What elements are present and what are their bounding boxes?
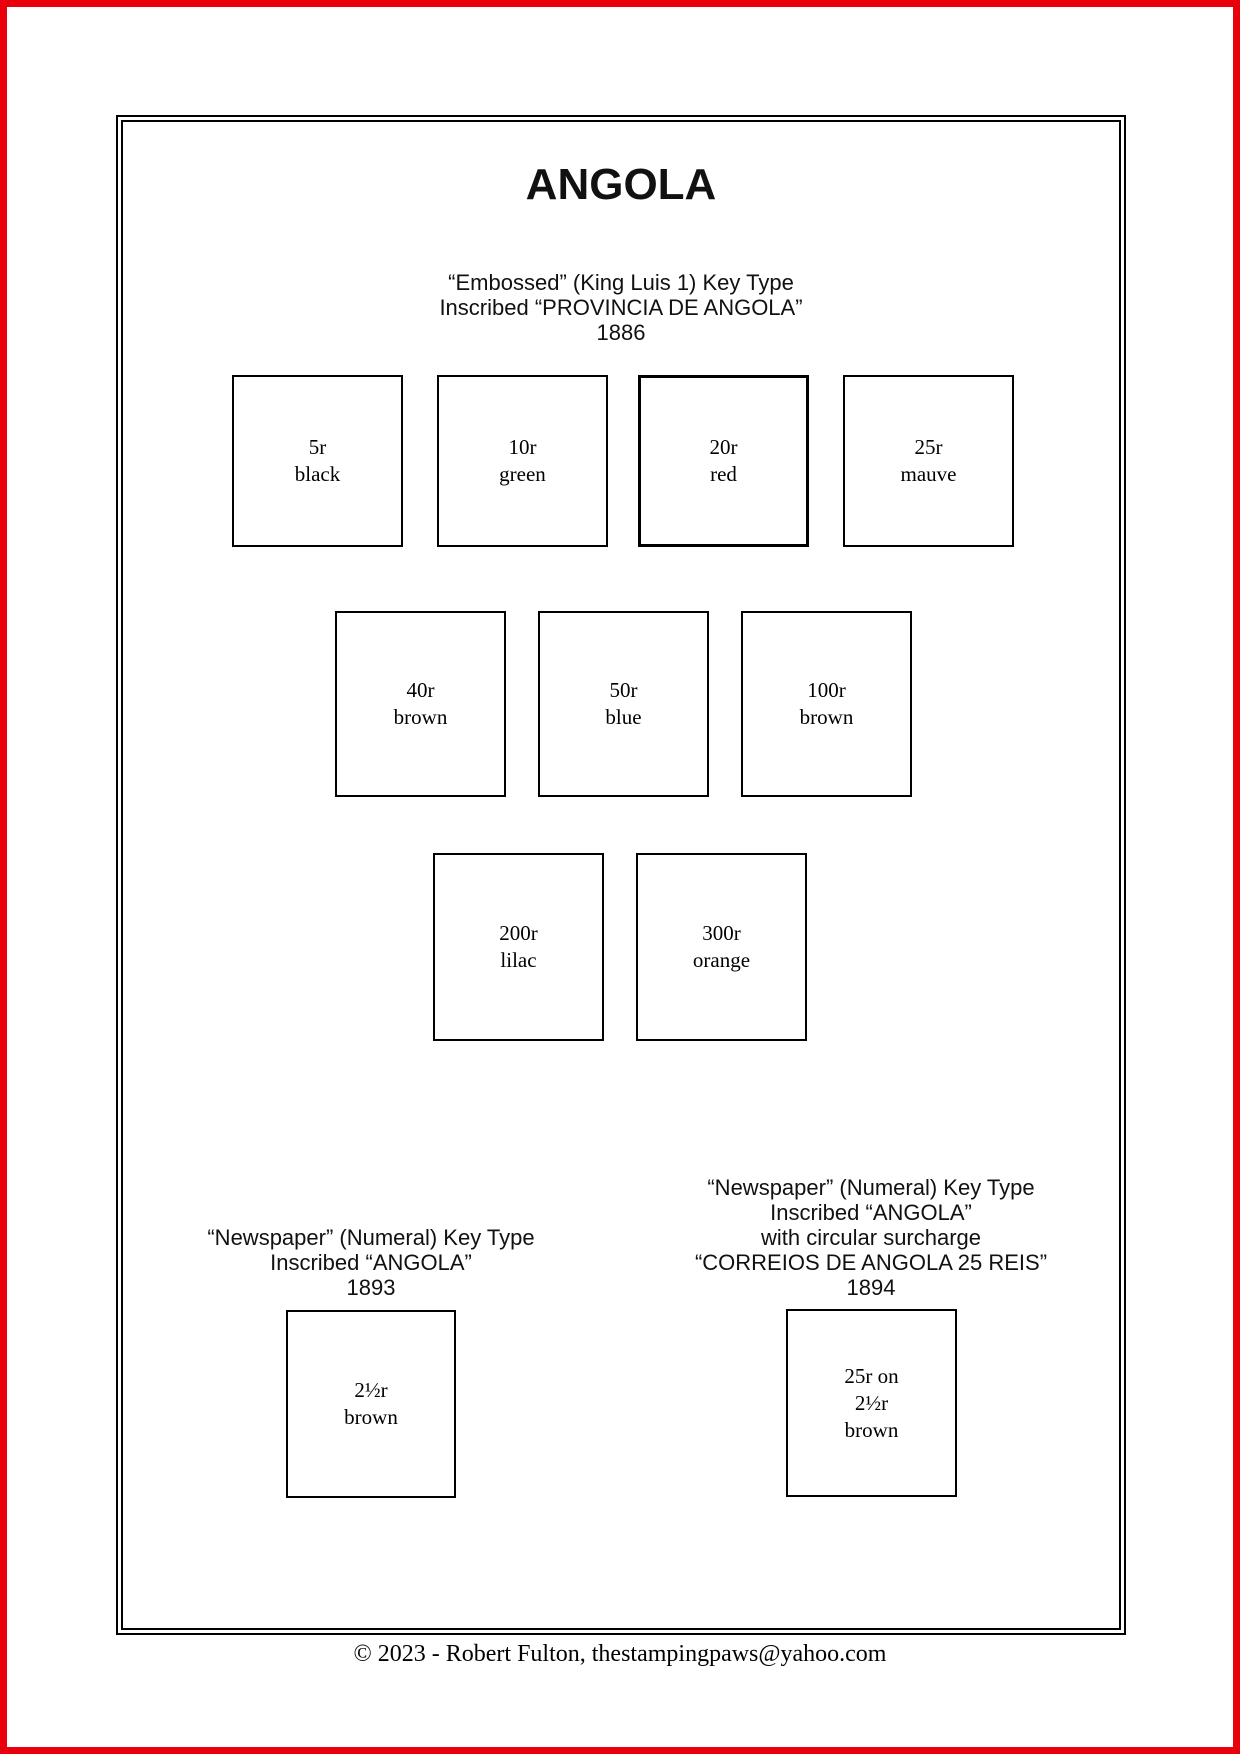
stamp-box-200r-lilac: 200r lilac (433, 853, 604, 1041)
stamp-box-300r-orange: 300r orange (636, 853, 807, 1041)
stamp-box-40r-brown: 40r brown (335, 611, 506, 797)
stamp-box-2half-r-brown: 2½r brown (286, 1310, 456, 1498)
stamp-box-25r-mauve: 25r mauve (843, 375, 1014, 547)
album-page-frame-inner-rule (121, 120, 1121, 1630)
page-title: ANGOLA (525, 160, 717, 209)
section-heading-newspaper-1894: “Newspaper” (Numeral) Key Type Inscribed… (694, 1175, 1048, 1300)
album-page-frame (116, 115, 1126, 1635)
stamp-box-25r-on-2half-r-brown: 25r on 2½r brown (786, 1309, 957, 1497)
section-heading-newspaper-1893: “Newspaper” (Numeral) Key Type Inscribed… (207, 1225, 535, 1300)
stamp-box-100r-brown: 100r brown (741, 611, 912, 797)
section-heading-embossed-1886: “Embossed” (King Luis 1) Key Type Inscri… (439, 270, 803, 345)
stamp-box-50r-blue: 50r blue (538, 611, 709, 797)
stamp-box-10r-green: 10r green (437, 375, 608, 547)
stamp-box-20r-red: 20r red (638, 375, 809, 547)
stamp-box-5r-black: 5r black (232, 375, 403, 547)
footer-credit: © 2023 - Robert Fulton, thestampingpaws@… (353, 1641, 887, 1667)
